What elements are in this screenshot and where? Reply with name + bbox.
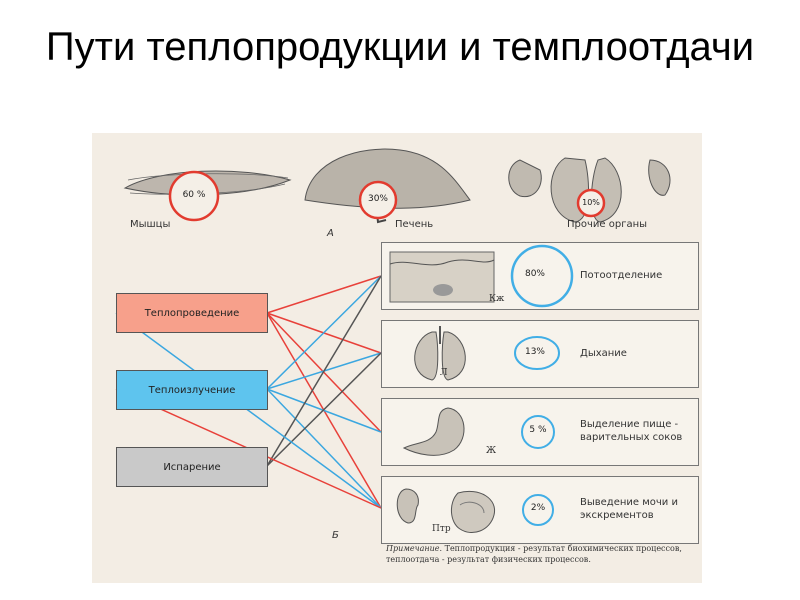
liver-percent: 30% [367,194,388,204]
liver-label: Печень [395,219,434,230]
route-panel-digestive [381,398,699,466]
route-panel-breathing [381,320,699,388]
sweating-percent-circle [510,244,574,308]
other-organs-percent-circle [576,188,606,218]
footnote-text: Теплопродукция - результат биохимических… [386,544,682,564]
other-organs-percent: 10% [582,198,600,207]
mechanism-conduction-box: Теплопроведение [116,293,268,333]
route-digestive-label: Выделение пище - варительных соков [580,419,683,443]
route-breathing-letter: Л [440,368,448,378]
lungs-illustration [414,326,466,381]
digestive-percent-circle [521,415,555,449]
route-panel-sweating [381,242,699,310]
footnote: Примечание. Теплопродукция - результат б… [386,543,698,565]
route-digestive-letter: Ж [486,446,497,456]
mechanism-evaporation-box: Испарение [116,447,268,487]
muscle-percent: 60 % [182,190,206,200]
stomach-illustration [402,407,465,456]
breathing-percent-circle [514,336,560,370]
muscle-percent-circle [168,170,220,222]
excretion-percent-circle [522,494,554,526]
route-breathing-label: Дыхание [580,348,627,359]
muscle-label: Мышцы [130,219,171,230]
liver-percent-circle [358,180,398,220]
mechanism-conduction-label: Теплопроведение [144,307,240,319]
other-organs-label: Прочие органы [567,219,648,230]
skin-section-illustration [389,251,495,303]
route-excretion-percent: 2% [530,503,546,513]
section-a-label: А [327,228,334,239]
mechanism-radiation-label: Теплоизлучение [148,384,236,396]
route-excretion-letter: Птр [432,524,451,534]
route-excretion-label: Выведение мочи и экскрементов [580,497,678,521]
route-sweating-percent: 80% [524,269,545,279]
route-digestive-percent: 5 % [529,425,547,435]
section-b-label: Б [332,530,339,541]
route-sweating-letter: Кж [489,294,505,304]
slide-title: Пути теплопродукции и темплоотдачи [0,22,800,72]
slide-title-text: Пути теплопродукции и темплоотдачи [45,25,755,69]
route-panel-excretion [381,476,699,544]
mechanism-radiation-box: Теплоизлучение [116,370,268,410]
kidney-intestine-illustration [396,488,496,533]
route-breathing-percent: 13% [524,347,545,357]
footnote-label: Примечание. [386,544,443,553]
mechanism-evaporation-label: Испарение [163,461,221,473]
route-sweating-label: Потоотделение [580,270,663,281]
